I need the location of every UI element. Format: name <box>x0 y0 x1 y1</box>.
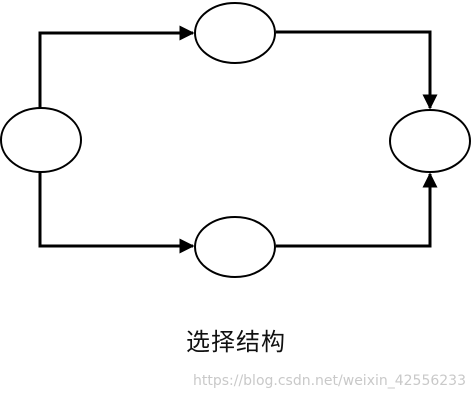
diagram-caption: 选择结构 <box>186 328 286 356</box>
watermark-text: https://blog.csdn.net/weixin_42556233 <box>192 373 466 389</box>
merge-node <box>389 109 471 173</box>
edge-top-to-merge <box>276 30 438 110</box>
bottom-branch-node <box>194 216 276 278</box>
start-node <box>0 107 82 173</box>
top-branch-node <box>194 2 276 64</box>
edge-bottom-to-merge <box>276 172 438 248</box>
edge-start-to-top <box>38 25 195 108</box>
edge-start-to-bottom <box>38 172 195 254</box>
